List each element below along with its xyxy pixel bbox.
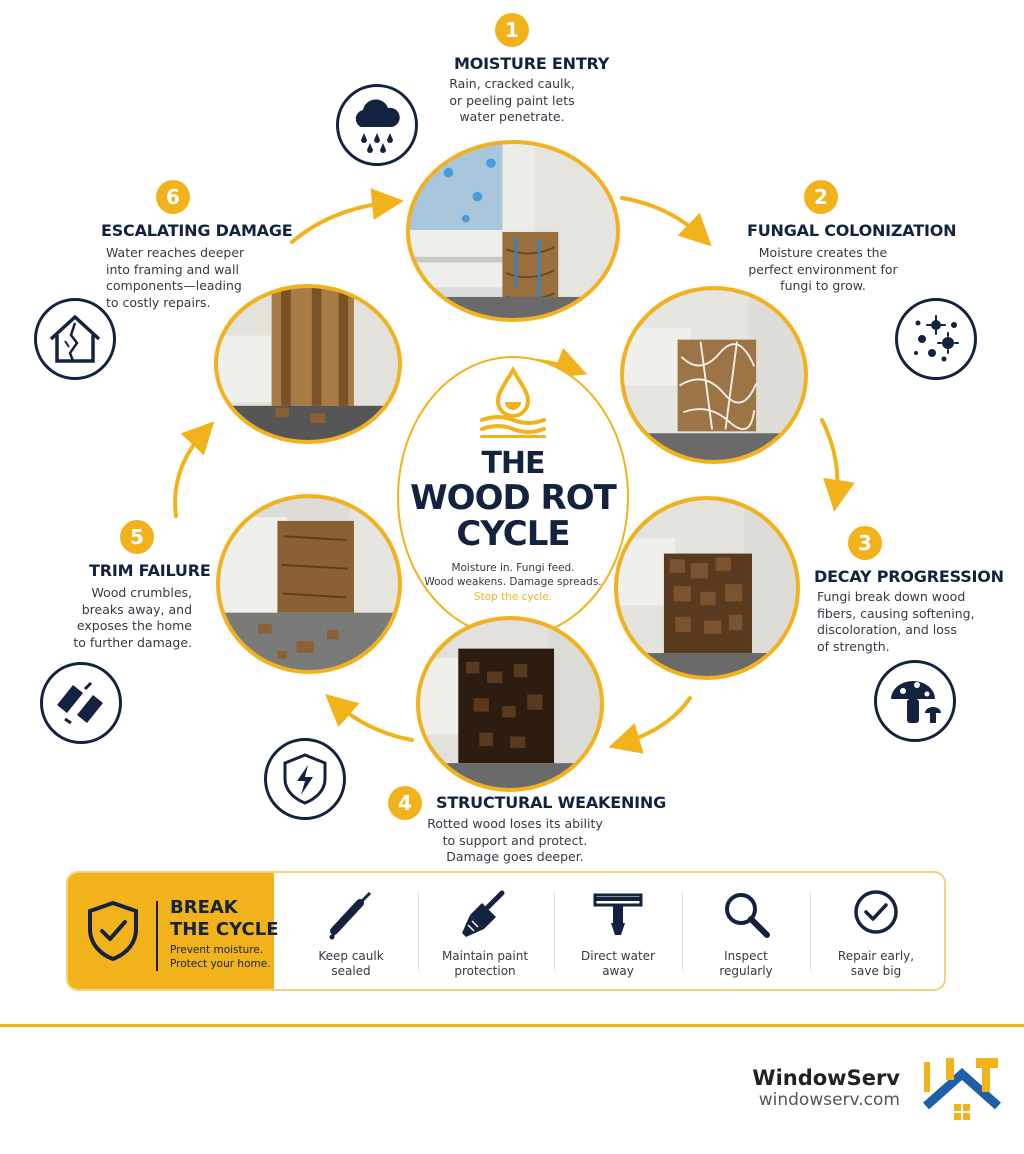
break-cycle-subtitle-line-2: Protect your home.	[170, 958, 271, 970]
brand-name: WindowServ	[752, 1066, 900, 1090]
break-the-cycle-header: BREAK THE CYCLE Prevent moisture. Protec…	[68, 873, 278, 989]
tip-divider	[682, 891, 683, 971]
photo-moisture-entry	[406, 140, 620, 322]
step-1-badge: 1	[495, 13, 529, 47]
center-call-to-action: Stop the cycle.	[473, 591, 553, 603]
tip-repair-early: Repair early,save big	[812, 873, 940, 989]
tip-divider	[554, 891, 555, 971]
photo-structural-weakening	[416, 616, 604, 792]
caulk-gun-icon	[329, 891, 372, 940]
step-5-description: Wood crumbles, breaks away, and exposes …	[73, 585, 192, 650]
photo-escalating-damage	[214, 284, 402, 444]
footer-divider	[0, 1024, 1024, 1027]
rain-cloud-icon	[355, 99, 400, 153]
step-6-title: ESCALATING DAMAGE	[101, 221, 293, 240]
step-1-icon-circle	[336, 84, 418, 166]
arrow-4-to-5	[324, 694, 414, 742]
break-cycle-subtitle-line-1: Prevent moisture.	[170, 944, 264, 956]
arrow-6-to-1	[290, 188, 404, 244]
cracked-house-icon	[49, 315, 101, 363]
center-title-line-1: THE	[481, 446, 545, 481]
break-the-cycle-panel: BREAK THE CYCLE Prevent moisture. Protec…	[66, 871, 946, 991]
step-6-badge: 6	[156, 180, 190, 214]
step-5-title: TRIM FAILURE	[89, 561, 211, 580]
brand-url: windowserv.com	[758, 1090, 900, 1110]
step-4-description: Rotted wood loses its ability to support…	[427, 816, 603, 864]
break-cycle-title-line-2: THE CYCLE	[170, 919, 279, 940]
spores-icon	[914, 315, 959, 362]
step-2-description: Moisture creates the perfect environment…	[748, 245, 898, 293]
photo-trim-failure	[216, 494, 402, 674]
arrow-2-to-3	[820, 418, 855, 512]
arrow-5-to-6	[173, 421, 215, 518]
center-subtitle-line-1: Moisture in. Fungi feed.	[451, 562, 575, 574]
arrow-3-to-4	[608, 696, 692, 754]
step-1-title: MOISTURE ENTRY	[454, 54, 610, 73]
step-5-icon-circle	[40, 662, 122, 744]
tip-divider	[418, 891, 419, 971]
tip-divider	[810, 891, 811, 971]
step-5-badge: 5	[120, 520, 154, 554]
step-4-icon-circle	[264, 738, 346, 820]
check-circle-icon	[854, 890, 898, 934]
gutter-icon	[593, 893, 643, 935]
step-4-title: STRUCTURAL WEAKENING	[436, 793, 667, 812]
center-title-line-2: WOOD ROT	[410, 478, 617, 518]
step-2-badge: 2	[804, 180, 838, 214]
step-4-badge: 4	[388, 786, 422, 820]
step-3-description: Fungi break down wood fibers, causing so…	[817, 589, 975, 654]
center-subtitle-line-2: Wood weakens. Damage spreads.	[424, 576, 602, 588]
arrow-1-to-2	[620, 196, 712, 247]
mushroom-icon	[891, 681, 941, 723]
break-cycle-title-line-1: BREAK	[170, 897, 238, 918]
shield-bolt-icon	[283, 753, 327, 805]
shield-check-icon	[88, 900, 138, 962]
magnifier-icon	[725, 893, 770, 938]
step-3-title: DECAY PROGRESSION	[814, 567, 1004, 586]
step-3-badge: 3	[848, 526, 882, 560]
broken-trim-icon	[57, 681, 103, 725]
step-6-icon-circle	[34, 298, 116, 380]
step-3-icon-circle	[874, 660, 956, 742]
step-2-icon-circle	[895, 298, 977, 380]
photo-fungal-colonization	[620, 286, 808, 464]
paintbrush-icon	[462, 890, 505, 937]
house-hammer-logo-icon	[923, 1058, 1001, 1120]
step-1-description: Rain, cracked caulk, or peeling paint le…	[449, 76, 575, 124]
tip-label: Repair early,save big	[837, 949, 915, 978]
drop-wood-icon	[480, 366, 546, 438]
step-6-description: Water reaches deeper into framing and wa…	[106, 245, 245, 310]
photo-decay-progression	[614, 496, 800, 680]
step-2-title: FUNGAL COLONIZATION	[747, 221, 957, 240]
center-title-line-3: CYCLE	[456, 514, 570, 554]
header-divider	[156, 901, 158, 971]
